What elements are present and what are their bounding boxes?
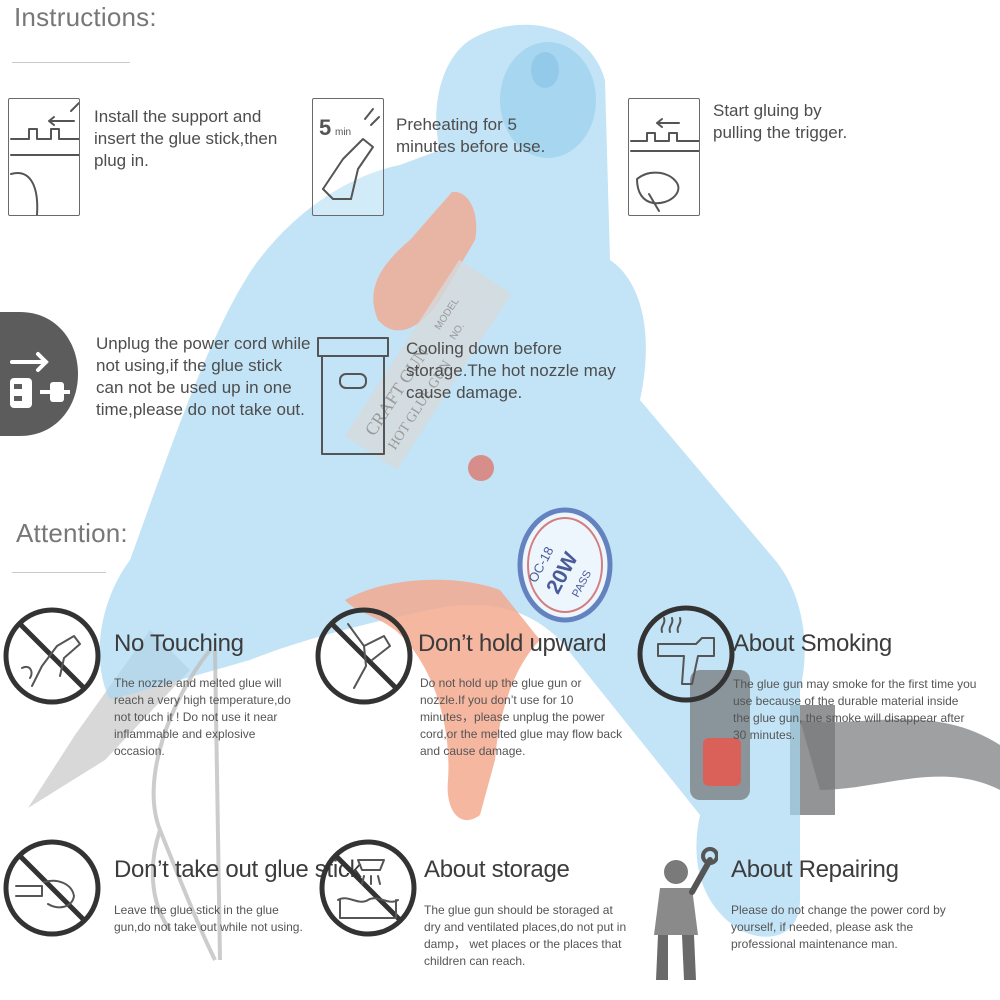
storage-text: The glue gun should be storaged at dry a… (424, 903, 627, 968)
step-trigger-text: Start gluing by pulling the trigger. (713, 101, 848, 142)
indicator-light (468, 455, 494, 481)
trigger (345, 579, 540, 821)
repairing-title: About Repairing (731, 856, 899, 883)
no-upward-icon (314, 606, 414, 706)
instructions-divider (12, 62, 130, 63)
repair-man-icon (638, 840, 719, 990)
no-touching-text: The nozzle and melted glue will reach a … (114, 676, 291, 758)
attention-divider (12, 572, 106, 573)
smoking-text: The glue gun may smoke for the first tim… (733, 677, 977, 742)
unplug-icon (0, 312, 78, 436)
step-unplug-text: Unplug the power cord while not using,if… (96, 334, 311, 419)
no-touching-title: No Touching (114, 630, 244, 657)
no-upward-text: Do not hold up the glue gun or nozzle.If… (420, 676, 623, 758)
no-remove-stick-icon (2, 838, 102, 938)
preheat-timer-icon: 5 min (312, 98, 384, 216)
no-remove-stick-text: Leave the glue stick in the glue gun,do … (114, 903, 303, 934)
storage-title: About storage (424, 856, 570, 883)
no-touching-icon (2, 606, 102, 706)
attention-heading: Attention: (16, 518, 128, 548)
upper-insert (373, 191, 477, 331)
no-upward-title: Don’t hold upward (418, 630, 607, 657)
step-preheat-text: Preheating for 5 minutes before use. (396, 115, 546, 156)
no-remove-stick-title: Don’t take out glue stick (114, 856, 362, 883)
smoking-title: About Smoking (733, 630, 892, 657)
storage-box-icon (314, 328, 392, 458)
preheat-minutes: 5 (319, 115, 331, 140)
preheat-unit: min (335, 127, 351, 138)
repairing-text: Please do not change the power cord by y… (731, 903, 946, 951)
no-damp-icon (318, 838, 418, 938)
gun-body (99, 24, 805, 937)
pull-trigger-icon (628, 98, 700, 216)
step-cooling-text: Cooling down before storage.The hot nozz… (406, 339, 616, 402)
wire-stand (150, 648, 222, 961)
install-support-icon (8, 98, 80, 216)
smoking-gun-icon (636, 604, 736, 704)
power-badge: OC-18 20W PASS (517, 507, 613, 623)
power-cord (800, 719, 1000, 790)
instructions-heading: Instructions: (14, 2, 157, 32)
step-install-text: Install the support and insert the glue … (94, 107, 278, 170)
